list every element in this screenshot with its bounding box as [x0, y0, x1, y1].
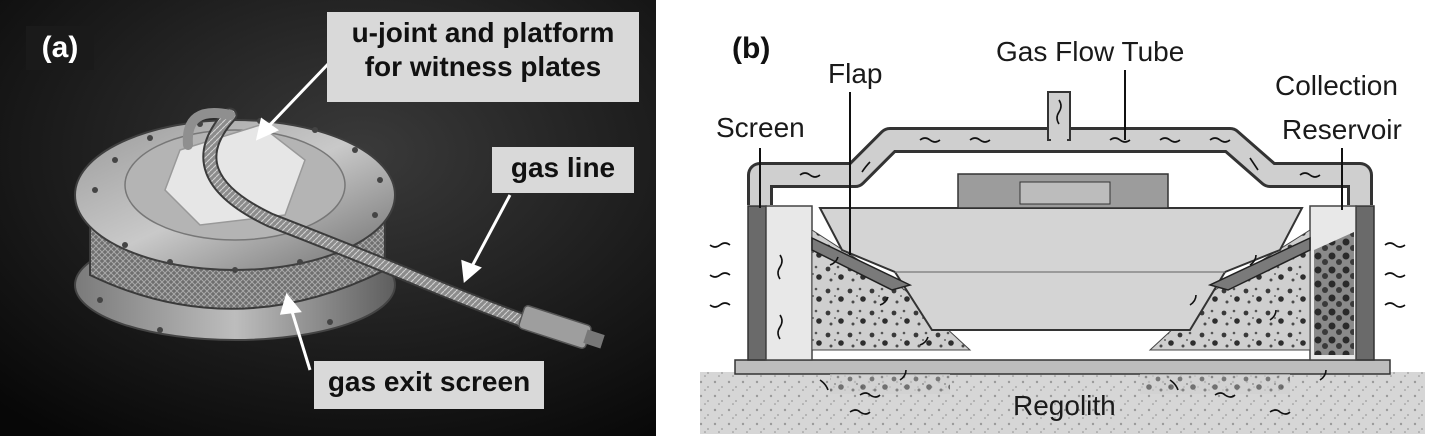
collection-label-line2: Reservoir	[1282, 114, 1402, 145]
arrow-group	[255, 60, 512, 371]
panel-b-tag: (b)	[732, 32, 771, 65]
gas-flow-tube-label: Gas Flow Tube	[996, 36, 1185, 67]
cross-section-illustration	[700, 70, 1425, 434]
gas-line-label: gas line	[492, 147, 634, 193]
panel-b-diagram: (b) Gas Flow Tube Flap Screen Collection…	[670, 0, 1429, 436]
regolith-label: Regolith	[1013, 390, 1116, 421]
panel-a-tag: (a)	[26, 26, 94, 70]
flow-arrows	[709, 99, 1406, 415]
gas-exit-screen-label: gas exit screen	[314, 361, 544, 409]
flap-label: Flap	[828, 58, 883, 89]
ujoint-label-line2: for witness plates	[364, 51, 602, 82]
screen-label: Screen	[716, 112, 805, 143]
panel-a-photo: (a) u-joint and platform for witness pla…	[0, 0, 656, 436]
ujoint-label-line1: u-joint and platform	[351, 17, 615, 48]
collection-label-line1: Collection	[1275, 70, 1398, 101]
leader-lines	[759, 70, 1343, 255]
ujoint-platform-label: u-joint and platform for witness plates	[327, 12, 639, 102]
